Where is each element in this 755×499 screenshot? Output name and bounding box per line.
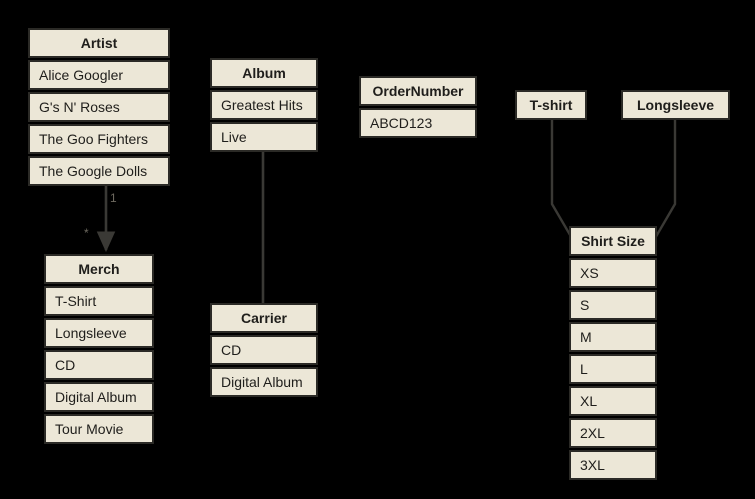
- table-merch: Merch T-Shirt Longsleeve CD Digital Albu…: [44, 254, 154, 444]
- table-row[interactable]: XS: [569, 258, 657, 288]
- table-row[interactable]: The Goo Fighters: [28, 124, 170, 154]
- table-artist-header: Artist: [28, 28, 170, 58]
- table-row[interactable]: CD: [210, 335, 318, 365]
- card-tshirt[interactable]: T-shirt: [515, 90, 587, 120]
- table-row[interactable]: Tour Movie: [44, 414, 154, 444]
- table-artist: Artist Alice Googler G's N' Roses The Go…: [28, 28, 170, 186]
- edge-tshirt-to-shirt-size: [550, 120, 575, 241]
- table-row[interactable]: The Google Dolls: [28, 156, 170, 186]
- table-row[interactable]: Live: [210, 122, 318, 152]
- edge-label-artist-multiplicity: 1: [110, 191, 117, 205]
- table-row[interactable]: T-Shirt: [44, 286, 154, 316]
- table-row[interactable]: L: [569, 354, 657, 384]
- table-merch-header: Merch: [44, 254, 154, 284]
- table-order-number-header: OrderNumber: [359, 76, 477, 106]
- table-row[interactable]: M: [569, 322, 657, 352]
- table-album-header: Album: [210, 58, 318, 88]
- table-shirt-size: Shirt Size XS S M L XL 2XL 3XL: [569, 226, 657, 480]
- table-order-number: OrderNumber ABCD123: [359, 76, 477, 138]
- table-row[interactable]: Digital Album: [210, 367, 318, 397]
- table-row[interactable]: Alice Googler: [28, 60, 170, 90]
- table-row[interactable]: 2XL: [569, 418, 657, 448]
- table-row[interactable]: ABCD123: [359, 108, 477, 138]
- table-row[interactable]: XL: [569, 386, 657, 416]
- table-row[interactable]: 3XL: [569, 450, 657, 480]
- card-longsleeve[interactable]: Longsleeve: [621, 90, 730, 120]
- edge-label-merch-multiplicity: *: [84, 226, 89, 240]
- table-row[interactable]: S: [569, 290, 657, 320]
- edge-longsleeve-to-shirt-size: [652, 120, 677, 241]
- table-carrier-header: Carrier: [210, 303, 318, 333]
- table-row[interactable]: Longsleeve: [44, 318, 154, 348]
- table-album: Album Greatest Hits Live: [210, 58, 318, 152]
- table-row[interactable]: Digital Album: [44, 382, 154, 412]
- table-row[interactable]: Greatest Hits: [210, 90, 318, 120]
- table-row[interactable]: CD: [44, 350, 154, 380]
- table-row[interactable]: G's N' Roses: [28, 92, 170, 122]
- table-carrier: Carrier CD Digital Album: [210, 303, 318, 397]
- table-shirt-size-header: Shirt Size: [569, 226, 657, 256]
